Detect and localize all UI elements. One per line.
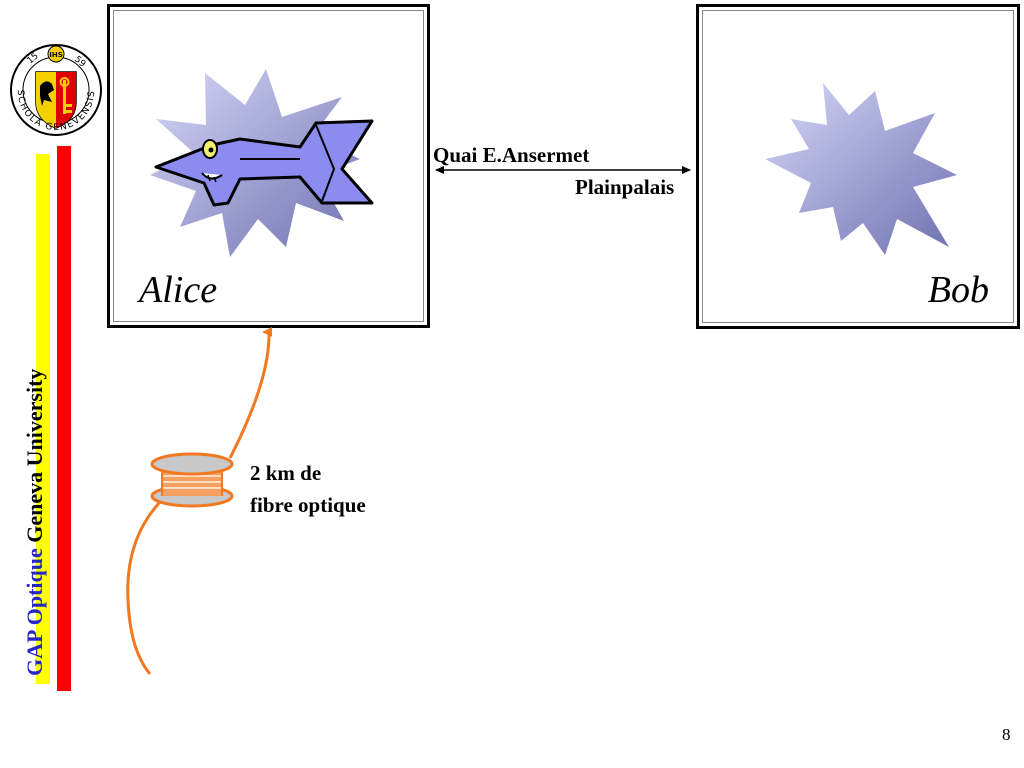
- sidebar-title: GAP Optique Geneva University: [22, 368, 47, 676]
- alice-frame: Alice: [107, 4, 430, 328]
- fibre-label-line2: fibre optique: [250, 493, 366, 517]
- alice-arrow-icon: [154, 119, 374, 207]
- yellow-bar: [36, 154, 50, 684]
- plainpalais-label: Plainpalais: [575, 175, 675, 199]
- fibre-to-alice: [228, 326, 273, 459]
- bob-label: Bob: [927, 269, 989, 311]
- fibre-spool-icon: [150, 452, 234, 508]
- fibre-loose-end: [126, 500, 162, 675]
- university-name: Geneva University: [22, 368, 47, 543]
- university-seal-icon: IHS 15 59 SCHOLA GENEVENSIS: [8, 30, 106, 150]
- bob-burst-icon: [765, 83, 957, 255]
- page-number: 8: [1002, 725, 1011, 744]
- red-bar: [57, 146, 71, 691]
- quai-label: Quai E.Ansermet: [433, 143, 590, 167]
- alice-label: Alice: [139, 269, 218, 311]
- group-name: GAP Optique: [22, 548, 47, 676]
- fibre-label-line1: 2 km de: [250, 461, 322, 485]
- bob-frame: Bob: [696, 4, 1020, 329]
- seal-letters: IHS: [49, 51, 63, 59]
